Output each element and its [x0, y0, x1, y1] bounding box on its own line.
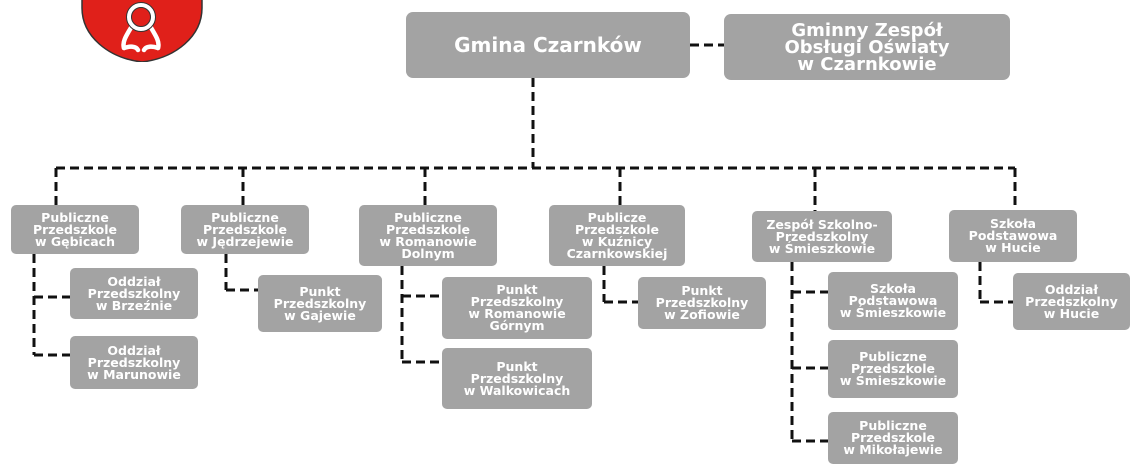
root-node: Gmina Czarnków: [406, 12, 690, 78]
unit-node-1: Publiczne Przedszkole w Gębicach: [11, 205, 139, 254]
unit-4-child-1: Punkt Przedszkolny w Zofiowie: [638, 277, 766, 329]
unit-6-child-1: Oddział Przedszkolny w Hucie: [1013, 273, 1130, 330]
unit-node-5: Zespół Szkolno- Przedszkolny w Śmieszkow…: [752, 211, 892, 262]
unit-5-child-1: Szkoła Podstawowa w Śmieszkowie: [828, 272, 958, 330]
unit-3-child-2: Punkt Przedszkolny w Walkowicach: [442, 348, 592, 409]
unit-5-child-3: Publiczne Przedszkole w Mikołajewie: [828, 412, 958, 464]
unit-node-6: Szkoła Podstawowa w Hucie: [949, 210, 1077, 262]
crest-rope-knot: [121, 2, 161, 53]
unit-1-child-2: Oddział Przedszkolny w Marunowie: [70, 336, 198, 389]
unit-node-3: Publiczne Przedszkole w Romanowie Dolnym: [359, 205, 497, 266]
support-unit-node: Gminny Zespół Obsługi Oświaty w Czarnkow…: [724, 14, 1010, 80]
unit-1-child-1: Oddział Przedszkolny w Brzeźnie: [70, 268, 198, 319]
unit-5-child-2: Publiczne Przedszkole w Śmieszkowie: [828, 340, 958, 398]
unit-3-child-1: Punkt Przedszkolny w Romanowie Górnym: [442, 277, 592, 339]
coat-of-arms-icon: [81, 0, 203, 62]
unit-2-child-1: Punkt Przedszkolny w Gajewie: [258, 275, 382, 332]
unit-node-4: Publicze Przedszkole w Kuźnicy Czarnkows…: [549, 205, 685, 266]
unit-node-2: Publiczne Przedszkole w Jędrzejewie: [181, 205, 309, 254]
